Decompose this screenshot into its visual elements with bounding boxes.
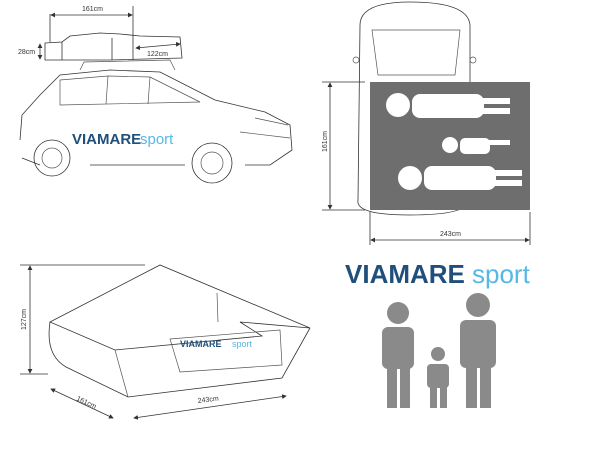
dim-tent-length: 161cm (82, 6, 103, 13)
two-adults-one-child-icon (382, 293, 496, 408)
open-tent-view (48, 264, 311, 398)
brand-logo-tent: VIAMARE sport (180, 339, 253, 349)
svg-text:sport: sport (232, 339, 253, 349)
dim-open-length: 243cm (197, 395, 219, 405)
dim-tent-height: 28cm (18, 49, 35, 56)
brand-logo-car: VIAMARE sport (72, 131, 174, 148)
svg-text:VIAMARE: VIAMARE (180, 339, 222, 349)
dim-open-depth: 161cm (75, 395, 97, 410)
dim-tent-width: 122cm (147, 51, 168, 58)
svg-text:VIAMARE: VIAMARE (345, 259, 465, 289)
dim-open-height: 127cm (21, 309, 28, 330)
svg-text:sport: sport (472, 259, 531, 289)
car-side-view (19, 32, 293, 184)
brand-logo: VIAMARE sport (345, 259, 531, 289)
sleeping-people-icon (386, 93, 522, 190)
svg-text:VIAMARE: VIAMARE (72, 131, 141, 148)
dim-top-height: 161cm (322, 131, 329, 152)
svg-text:sport: sport (140, 131, 174, 148)
dim-top-width: 243cm (440, 231, 461, 238)
